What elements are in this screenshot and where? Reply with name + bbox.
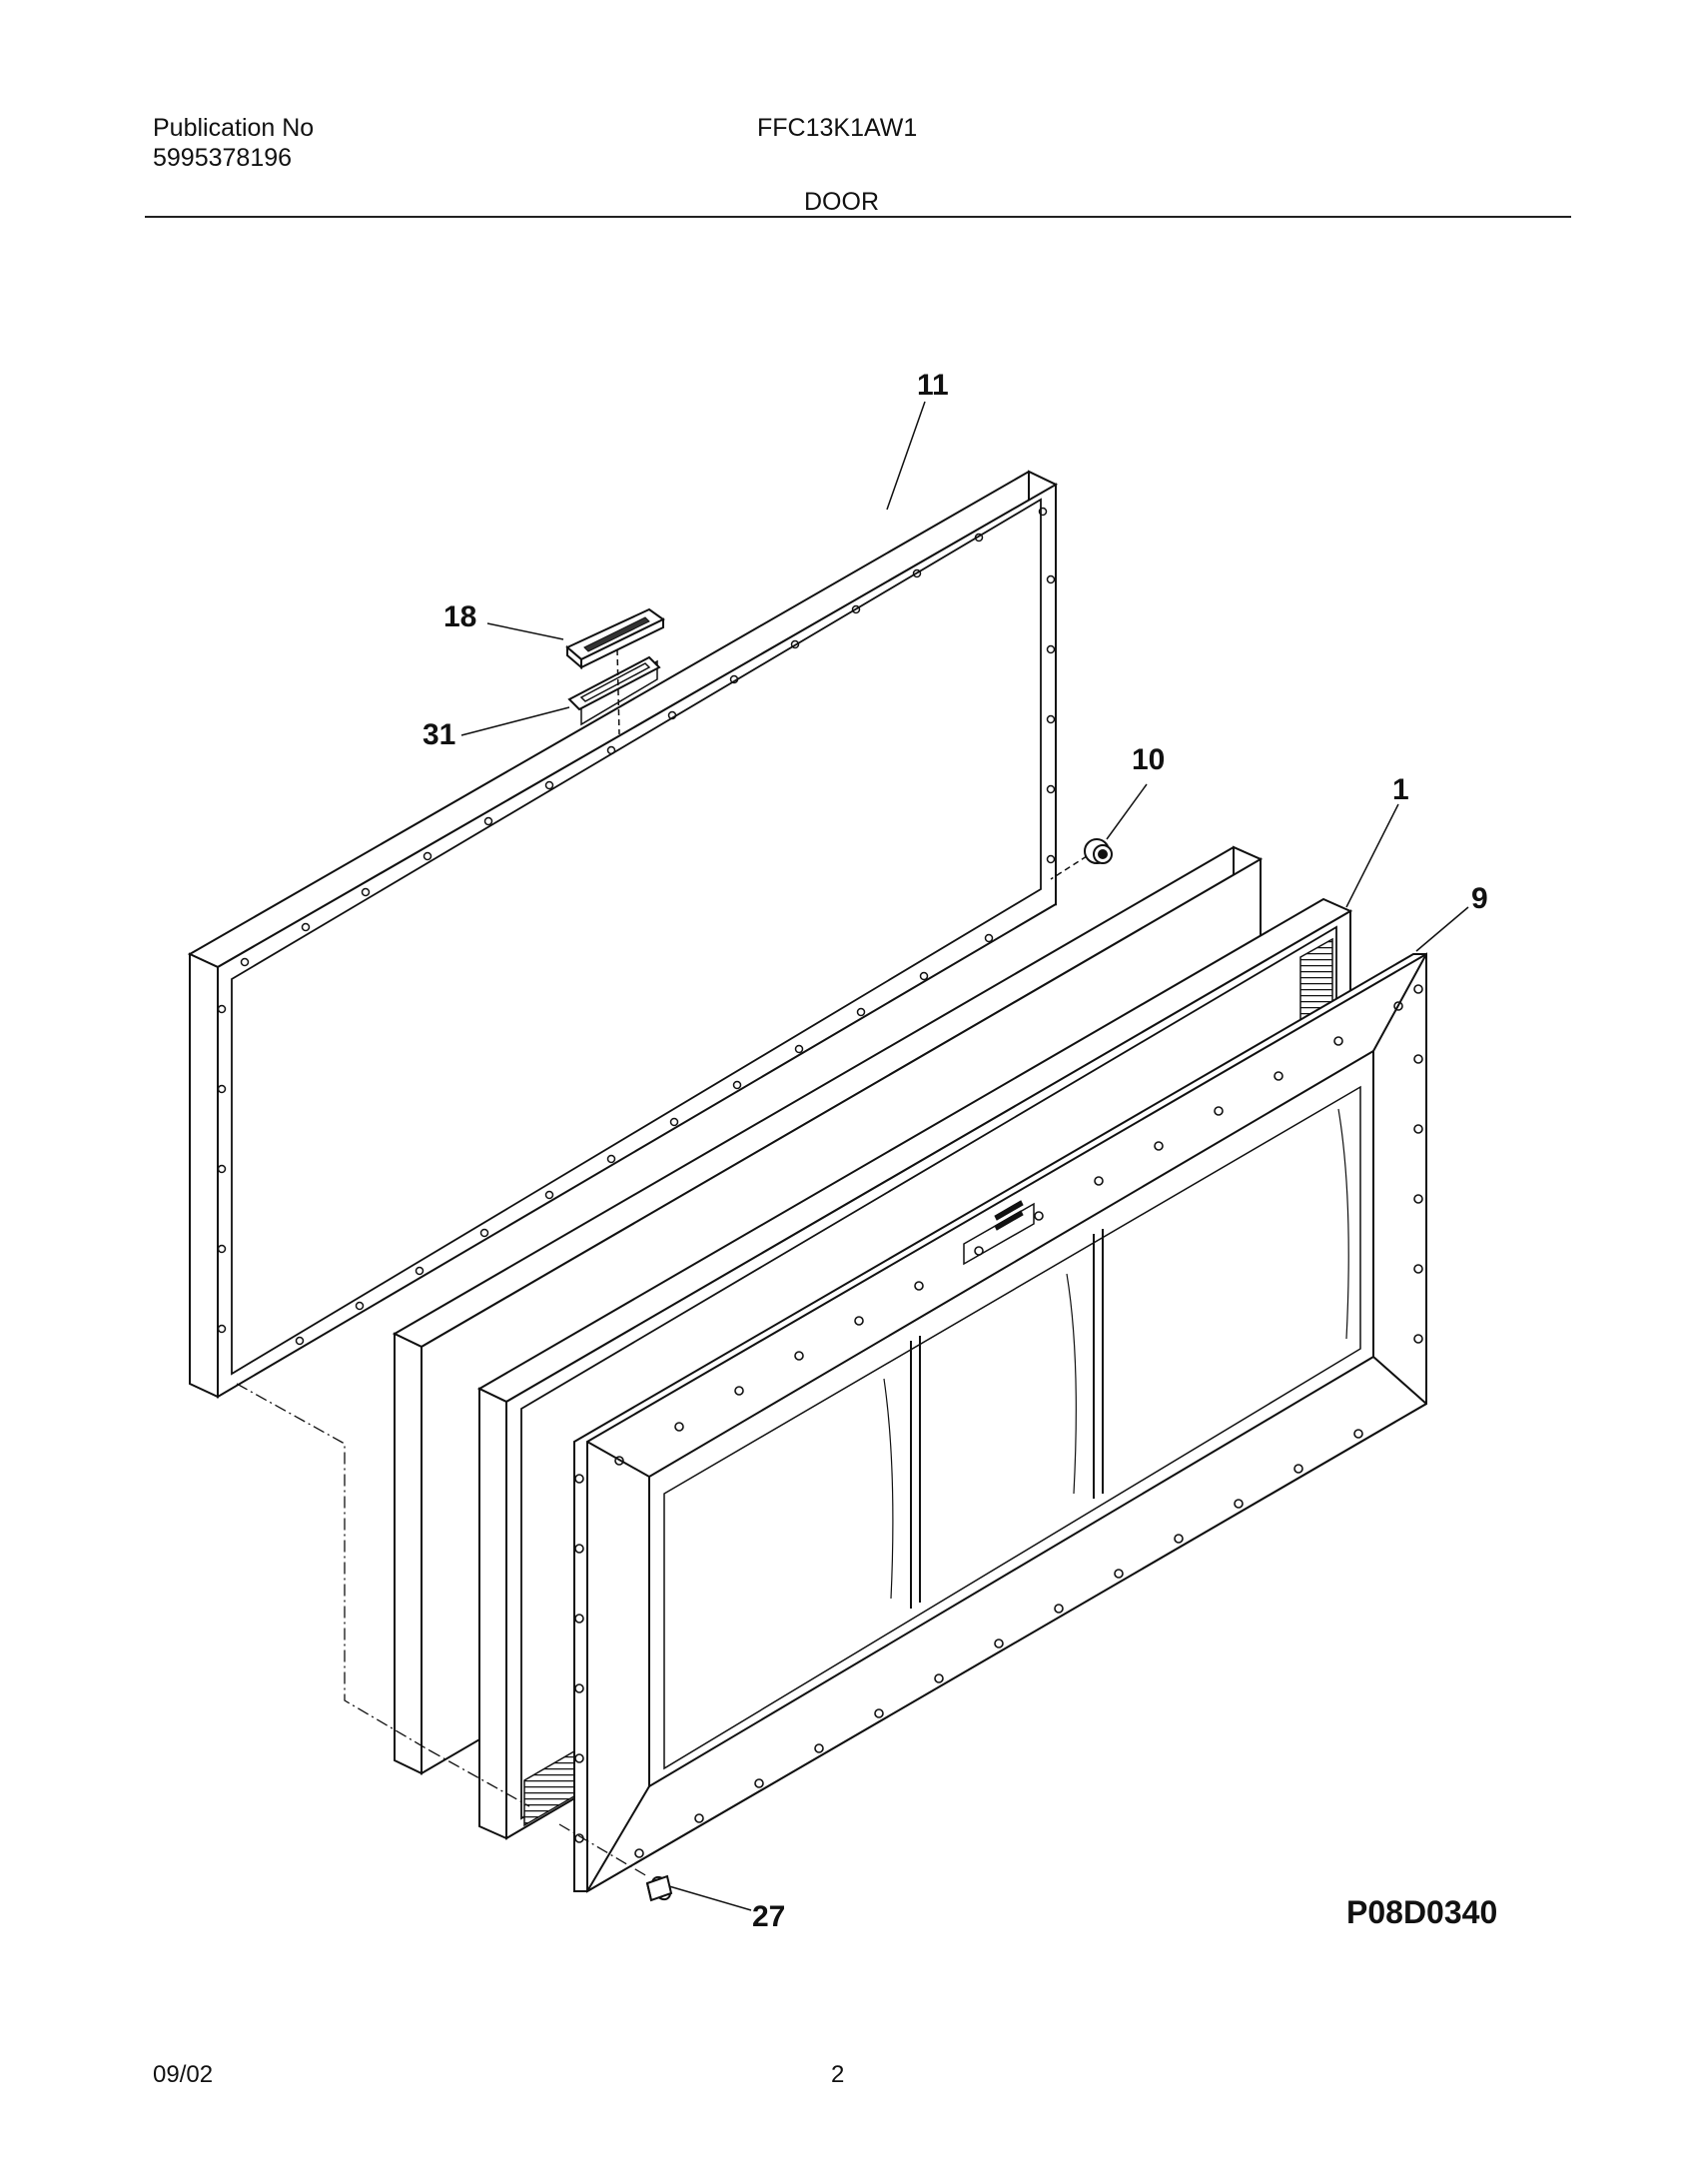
callout-9: 9	[1471, 882, 1488, 915]
plug-assembly-line	[1050, 855, 1088, 880]
part-10-plug	[1084, 838, 1113, 864]
publication-label: Publication No	[153, 114, 315, 142]
callout-1: 1	[1392, 773, 1409, 806]
callout-11: 11	[917, 369, 949, 402]
liner-screw-holes	[217, 507, 1056, 1346]
callout-10: 10	[1132, 743, 1165, 776]
part-9-outer-door-panel	[573, 952, 1427, 1893]
assembly-lines	[236, 1383, 648, 1877]
footer-date: 09/02	[153, 2061, 214, 2088]
leader-lines	[460, 401, 1469, 1911]
section-title: DOOR	[804, 188, 879, 216]
model-number: FFC13K1AW1	[757, 114, 918, 142]
part-27-screw	[645, 1874, 673, 1902]
header-rule	[145, 216, 1571, 218]
bezel-assembly-line	[616, 648, 620, 735]
publication-number: 5995378196	[153, 144, 293, 172]
callout-31: 31	[423, 718, 455, 751]
callout-18: 18	[443, 600, 476, 633]
drawing-code: P08D0340	[1346, 1894, 1497, 1930]
page-number: 2	[831, 2061, 845, 2088]
part-18-bezel	[565, 607, 665, 670]
part-31-bezel-gasket	[567, 655, 661, 711]
callout-27: 27	[752, 1900, 785, 1933]
outer-panel-screw-holes	[574, 984, 1423, 1858]
